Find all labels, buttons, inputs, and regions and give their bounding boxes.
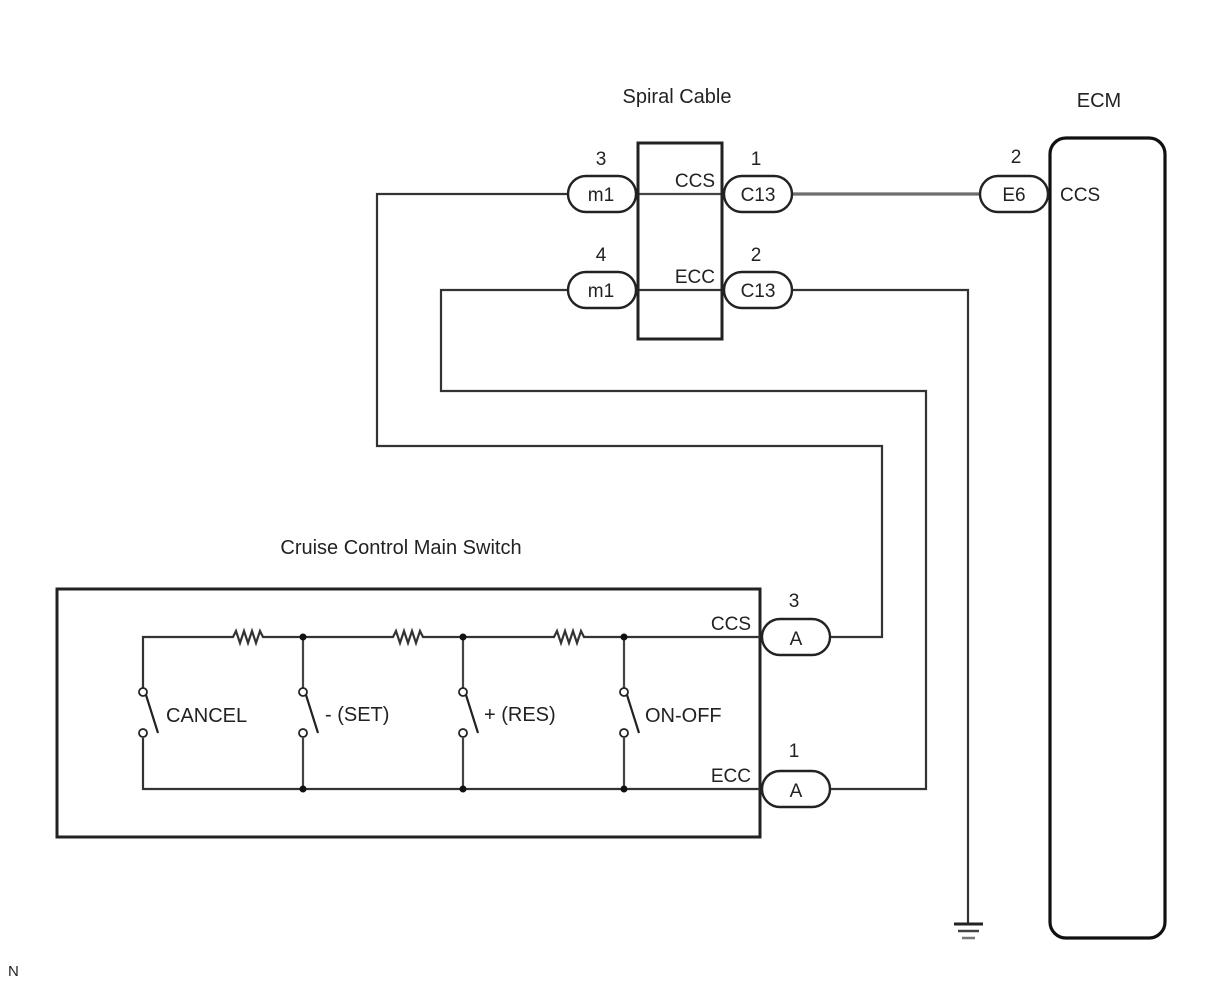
ground-icon [954, 922, 983, 940]
connector-c13-pin1 [722, 174, 794, 214]
switch-signal-ccs: CCS [711, 614, 751, 635]
spiral-cable-title: Spiral Cable [623, 86, 732, 108]
spiral-cable: Spiral Cable CCS ECC 3 m1 4 m1 1 C13 2 C… [566, 86, 794, 341]
ecm-title: ECM [1077, 90, 1121, 112]
main-switch-box [55, 587, 762, 839]
connector-label: m1 [588, 281, 614, 302]
main-switch-title: Cruise Control Main Switch [280, 537, 521, 559]
switch-label: CANCEL [166, 705, 247, 727]
pin-number: 4 [596, 245, 607, 266]
switch-res: + (RES) [458, 687, 556, 738]
switch-label: - (SET) [325, 704, 389, 726]
ecc-rail [141, 738, 760, 791]
connector-label: m1 [588, 185, 614, 206]
connector-label: C13 [741, 185, 776, 206]
connector-a-pin3 [760, 617, 832, 657]
junction-dot [459, 633, 467, 641]
wire-ecc-switch-to-spiral [439, 288, 928, 791]
junction-dot [299, 633, 307, 641]
pin-number: 3 [789, 591, 800, 612]
wire-ccs-switch-to-spiral [375, 192, 884, 639]
connector-label: E6 [1002, 185, 1025, 206]
wire-ecc-spiral-to-ground [792, 288, 970, 924]
junction-dot [620, 633, 628, 641]
switch-cancel: CANCEL [138, 687, 247, 738]
switch-set: - (SET) [298, 687, 389, 738]
switch-on-off: ON-OFF [619, 687, 722, 738]
spiral-cable-box [636, 141, 724, 341]
footer-mark: N [8, 963, 19, 980]
ccs-rail [141, 627, 760, 688]
spiral-signal-ccs: CCS [675, 171, 715, 192]
switch-label: ON-OFF [645, 705, 722, 727]
junction-dot [299, 785, 307, 793]
connector-e6-pin2 [978, 174, 1050, 214]
ecm-signal-ccs: CCS [1060, 185, 1100, 206]
junction-dot [620, 785, 628, 793]
pin-number: 1 [789, 741, 800, 762]
pin-number: 2 [1011, 147, 1022, 168]
switch-signal-ecc: ECC [711, 766, 751, 787]
pin-number: 1 [751, 149, 762, 170]
connector-m1-pin4 [566, 270, 638, 310]
pin-number: 2 [751, 245, 762, 266]
switch-label: + (RES) [484, 704, 556, 726]
connector-label: A [790, 629, 803, 650]
junction-dot [459, 785, 467, 793]
ecm-box [1048, 136, 1167, 940]
connector-a-pin1 [760, 769, 832, 809]
cruise-control-main-switch: Cruise Control Main Switch CANCEL [55, 537, 832, 839]
connector-c13-pin2 [722, 270, 794, 310]
connector-label: A [790, 781, 803, 802]
spiral-signal-ecc: ECC [675, 267, 715, 288]
connector-label: C13 [741, 281, 776, 302]
ecm: ECM 2 E6 CCS [978, 90, 1167, 940]
pin-number: 3 [596, 149, 607, 170]
connector-m1-pin3 [566, 174, 638, 214]
